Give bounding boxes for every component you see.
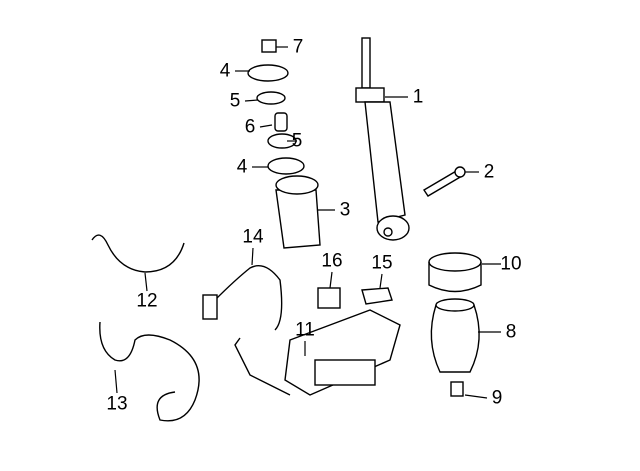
leader-arrows	[114, 46, 501, 399]
callout-5-upper: 5	[229, 90, 241, 112]
callout-2: 2	[483, 161, 495, 183]
callout-1: 1	[412, 86, 424, 108]
callout-10: 10	[500, 253, 522, 275]
callout-14: 14	[242, 226, 264, 248]
callout-12: 12	[136, 290, 158, 312]
callout-4-upper: 4	[219, 60, 231, 82]
callout-13: 13	[106, 393, 128, 415]
callout-4-lower: 4	[236, 156, 248, 178]
shock-absorber	[355, 37, 410, 241]
hose-12	[91, 234, 185, 273]
compressor	[234, 309, 401, 396]
callout-8: 8	[505, 321, 517, 343]
hose-13	[99, 321, 200, 422]
callout-3: 3	[339, 199, 351, 221]
callout-9: 9	[491, 387, 503, 409]
relays	[317, 287, 393, 309]
strut-mount-parts	[247, 39, 305, 175]
callout-6: 6	[244, 116, 256, 138]
callout-16: 16	[321, 250, 343, 272]
bolt	[423, 166, 466, 197]
sensor-harness	[202, 265, 283, 331]
callout-15: 15	[371, 252, 393, 274]
callout-7: 7	[292, 36, 304, 58]
bump-stop	[275, 175, 321, 249]
callout-5-lower: 5	[291, 130, 303, 152]
air-spring	[428, 252, 482, 397]
callout-11: 11	[295, 319, 315, 341]
